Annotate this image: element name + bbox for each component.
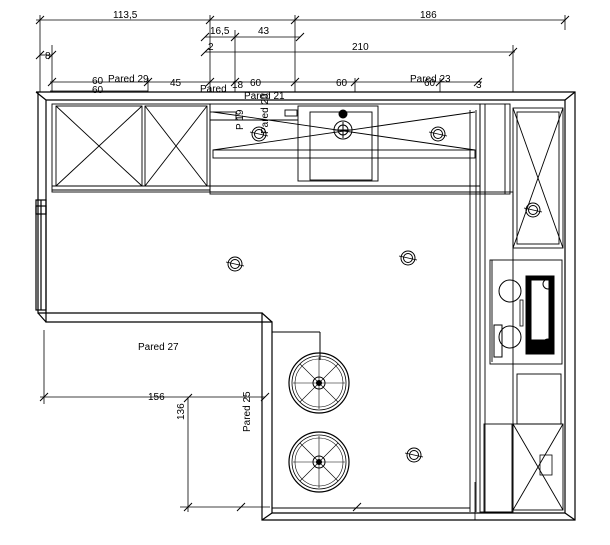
dim-156: 156 [148,392,165,403]
wall-label-pared-25: Pared 25 [242,391,253,432]
wall-label-pared-23: Pared 23 [410,74,451,85]
wall-label-pared: Pared [200,84,227,95]
ceiling-light-icon [428,126,448,142]
dim-60-c: 60 [250,78,262,89]
cooktop-icon [493,275,555,358]
bottom-counter [272,331,470,509]
wall-label-pared-21: Pared 21 [244,91,285,102]
dim-3: 3 [476,80,482,91]
top-cabinets [51,103,511,195]
dim-2: 2 [208,42,214,53]
dim-210: 210 [352,42,369,53]
dim-45: 45 [170,78,182,89]
ceiling-light-icon [398,250,418,266]
ceiling-light-icon [225,256,245,272]
wall-label-p19: P 19 [235,109,246,130]
wall-label-pared-29: Pared 29 [108,74,149,85]
plinth-details [519,299,553,476]
dimension-ticks [35,15,570,512]
wall-label-pared-27: Pared 27 [138,342,179,353]
dim-18: 18 [232,80,244,91]
dim-8: 8 [45,51,51,62]
dim-60-d: 60 [336,78,348,89]
dim-60-b: 60 [92,85,104,96]
dim-136: 136 [176,403,187,420]
fan-blades [293,357,345,488]
dim-16-5: 16,5 [210,26,230,37]
sink-icon [333,109,353,140]
dim-43: 43 [258,26,270,37]
walls [35,91,576,521]
dimension-lines [36,15,566,520]
dim-60-a: 60 [92,76,104,87]
dim-186: 186 [420,10,437,21]
dim-113-5: 113,5 [113,10,138,21]
right-cabinets [469,107,564,513]
ceiling-light-icon [404,447,424,463]
wall-label-pared-20: Pared 20 [260,93,271,134]
dim-60-e: 60 [424,78,436,89]
